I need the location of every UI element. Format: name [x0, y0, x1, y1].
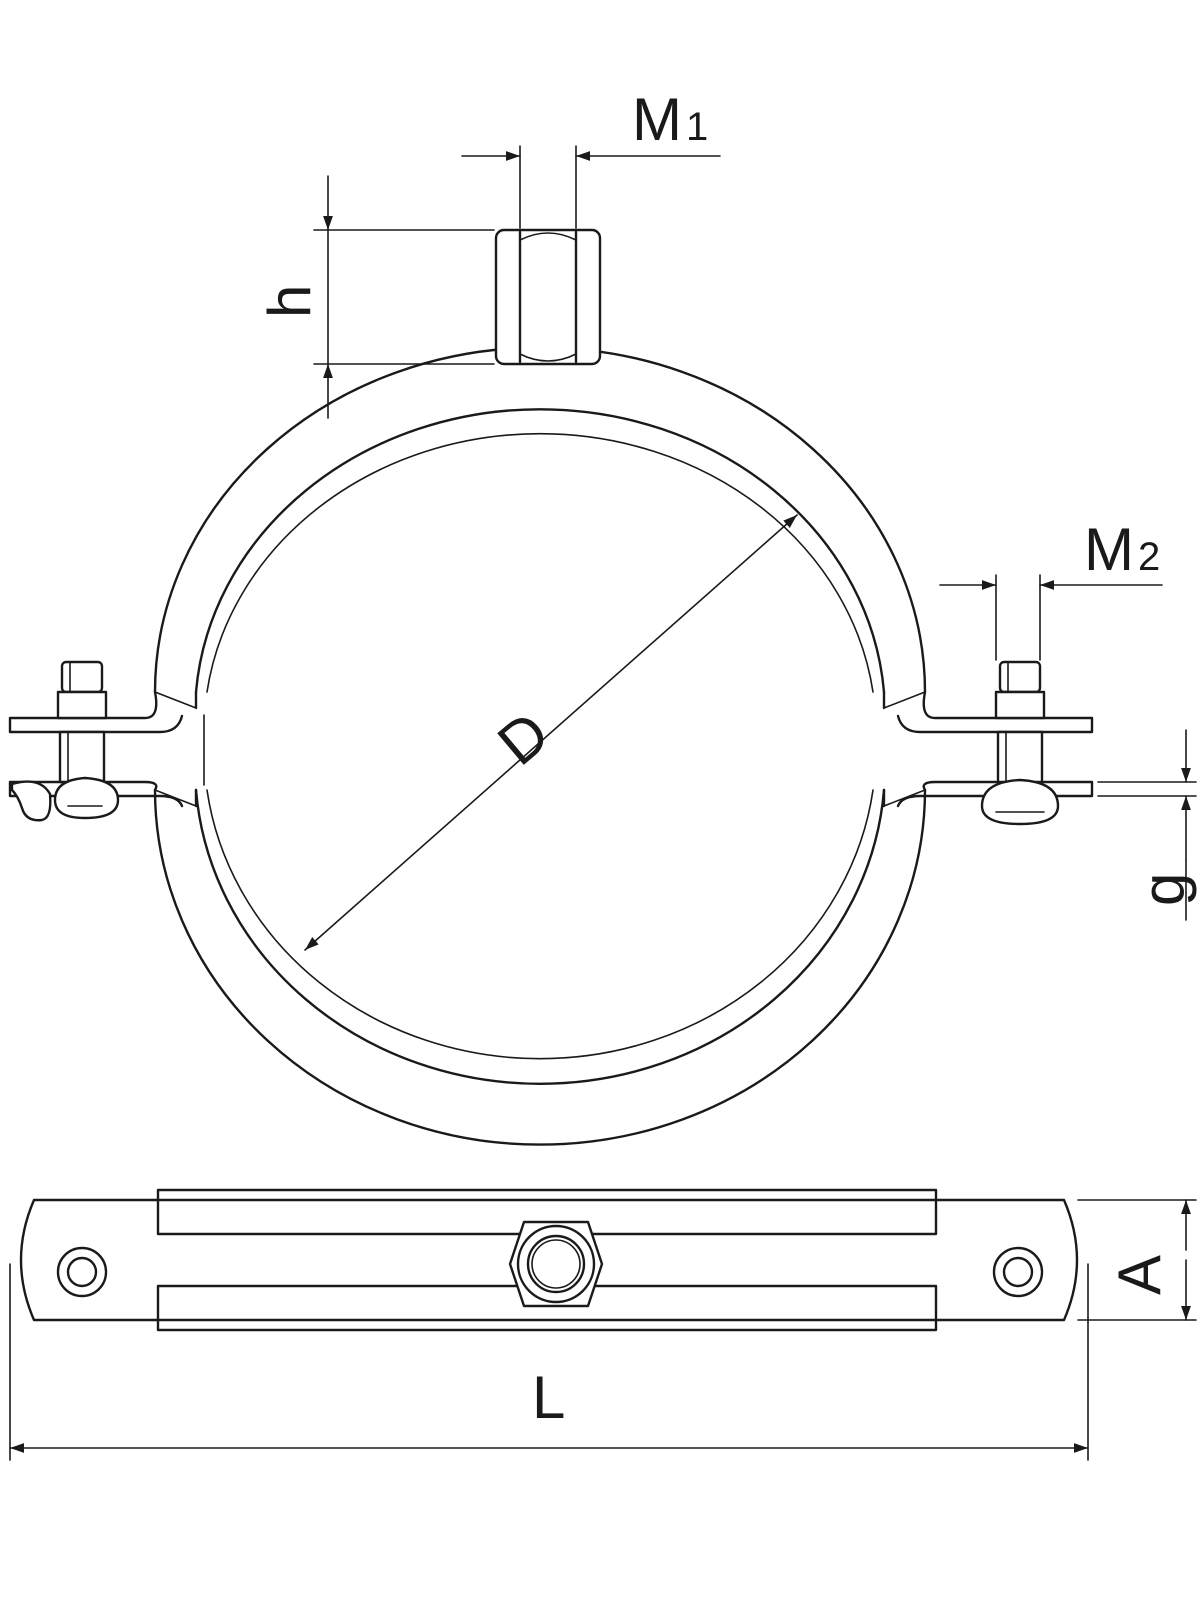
right-bolt [980, 660, 1060, 826]
a-label: A [1106, 1255, 1173, 1295]
l-label: L [532, 1364, 565, 1431]
dimension-g: g [1097, 729, 1197, 921]
left-bolt-hole [56, 1246, 108, 1298]
d-label: D [485, 699, 561, 778]
top-view: A L [9, 1188, 1197, 1461]
m1-label: M [632, 86, 682, 153]
g-label: g [1130, 873, 1197, 906]
left-bolt [10, 660, 120, 822]
top-nut [494, 228, 602, 366]
m2-subscript: 2 [1138, 535, 1160, 579]
dimension-h: h [256, 175, 495, 419]
dimension-d: D [304, 514, 798, 951]
upper-clamp-band [153, 346, 927, 710]
right-bolt-hole [992, 1246, 1044, 1298]
left-flange [8, 690, 184, 808]
center-nut [508, 1220, 604, 1308]
lower-clamp-band [153, 788, 927, 1146]
right-flange [896, 690, 1094, 808]
dimension-m2: M 2 [939, 516, 1163, 661]
m1-subscript: 1 [686, 105, 708, 149]
dimension-a: A [1077, 1199, 1197, 1321]
front-view: M 1 h D M 2 [8, 86, 1197, 1146]
m2-label: M [1084, 516, 1134, 583]
dimension-m1: M 1 [461, 86, 721, 229]
dimension-l: L [9, 1263, 1089, 1461]
h-label: h [256, 285, 323, 318]
